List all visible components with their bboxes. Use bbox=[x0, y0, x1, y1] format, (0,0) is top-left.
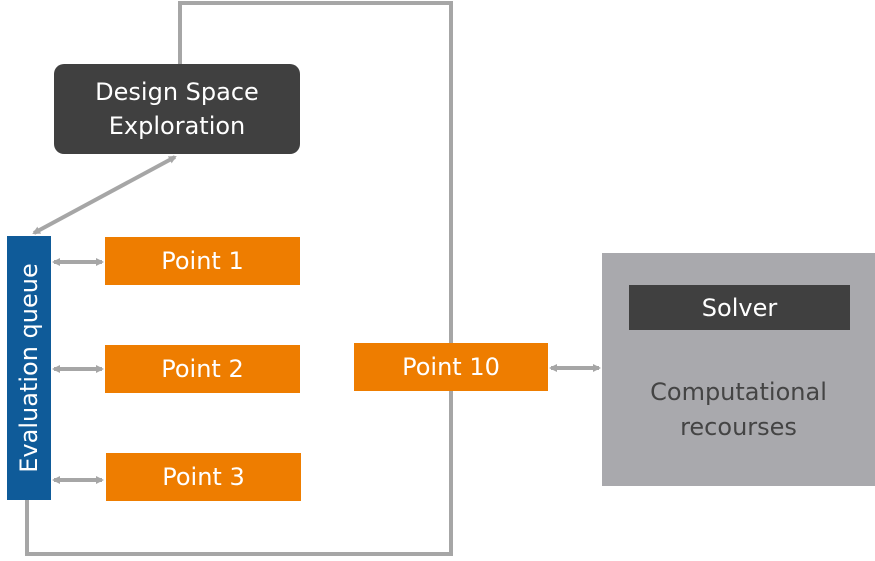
point-10-label: Point 10 bbox=[402, 353, 500, 381]
point-3-label: Point 3 bbox=[162, 463, 245, 491]
feedback-loop-line bbox=[25, 1, 453, 556]
dse-label-line1: Design Space bbox=[95, 78, 259, 106]
resources-label-line2: recourses bbox=[680, 413, 797, 441]
point-2-box: Point 2 bbox=[105, 345, 300, 393]
point-3-box: Point 3 bbox=[106, 453, 301, 501]
computational-resources-box: Solver Computational recourses bbox=[602, 253, 875, 486]
computational-resources-label: Computational recourses bbox=[602, 375, 875, 445]
solver-box: Solver bbox=[629, 285, 850, 330]
evaluation-queue-label: Evaluation queue bbox=[15, 263, 43, 473]
solver-label: Solver bbox=[701, 293, 778, 322]
dse-label-line2: Exploration bbox=[108, 112, 246, 140]
design-space-exploration-box: Design Space Exploration bbox=[54, 64, 300, 154]
point-1-box: Point 1 bbox=[105, 237, 300, 285]
point-10-box: Point 10 bbox=[354, 343, 548, 391]
point-1-label: Point 1 bbox=[161, 247, 244, 275]
resources-label-line1: Computational bbox=[650, 378, 827, 406]
queue-dse-arrow bbox=[32, 155, 177, 235]
evaluation-queue: Evaluation queue bbox=[7, 236, 51, 500]
point-2-label: Point 2 bbox=[161, 355, 244, 383]
